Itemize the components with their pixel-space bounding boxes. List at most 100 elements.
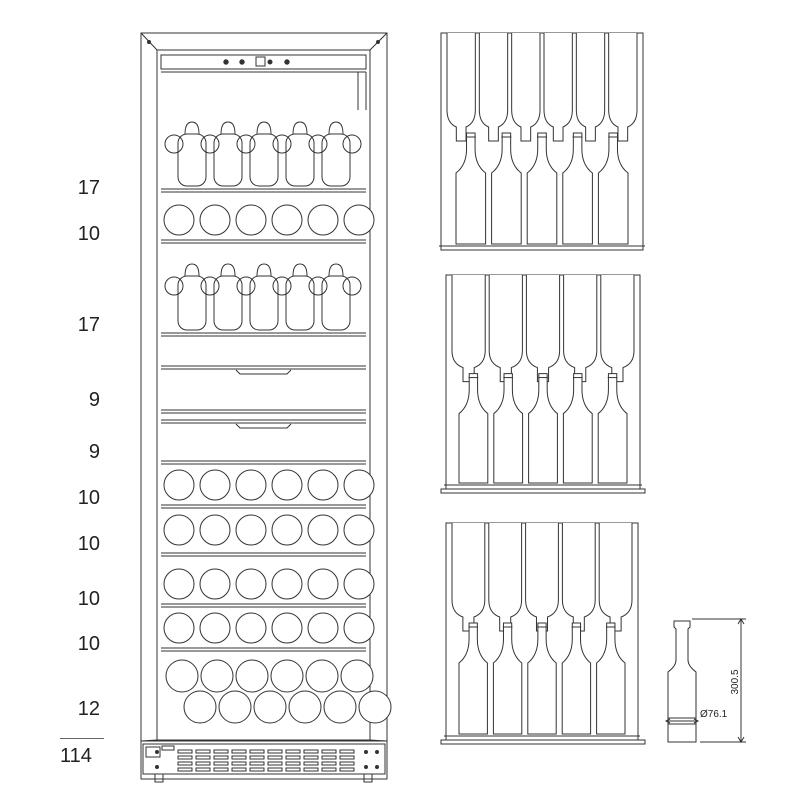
bottle-neck [220,263,236,277]
bottle-end [307,469,339,501]
bottle-end [272,134,292,154]
grille-slot [267,761,283,766]
bottle-upright [528,373,558,484]
base-grille [142,743,386,783]
side-frame [440,32,644,251]
button-icon [267,59,273,65]
grille-slot [213,767,229,772]
grille-slot [267,749,283,754]
bottle-end [200,134,220,154]
bottle-upright [458,373,489,484]
bottle-inverted [446,33,476,142]
bottle-side [249,133,279,187]
bottle-end [307,568,339,600]
bottle-inverted [451,275,486,383]
drawer-handle [235,369,292,375]
grille-slot [321,767,337,772]
bottle-inverted [608,33,638,142]
bottle-end [199,514,231,546]
shelf-count-8: 10 [77,588,100,610]
bottle-end [235,204,267,236]
grille-slot [177,767,193,772]
shelf-count-4: 9 [88,389,100,411]
grille-slot [285,767,301,772]
bottle-end [307,612,339,644]
bottle-diameter-label: Ø76.1 [700,709,728,720]
bottle-end [308,276,328,296]
bottle-neck [292,263,308,277]
grille-slot [249,767,265,772]
bottle-end [343,469,375,501]
bottle-end [235,659,269,693]
bottle-inverted [488,523,523,632]
bottle-end [271,612,303,644]
bottle-inverted [525,275,561,383]
bottle-upright [562,373,593,484]
cabinet-shelves [161,72,366,652]
grille-slot [339,755,355,760]
bottle-upright [493,373,524,484]
bottle-end [323,690,357,724]
shelf-count-10: 12 [77,698,100,720]
bottle-upright [562,132,593,245]
bottle-end [164,276,184,296]
foot [363,773,373,783]
bottle-neck [220,121,236,135]
bottle-end [342,134,362,154]
grille-slot [195,761,211,766]
bottle-side [285,133,315,187]
bottle-upright [458,622,488,735]
bottle-side [321,275,351,331]
bottle-neck [256,121,272,135]
shelf-count-1: 17 [77,177,100,199]
grille-slot [213,755,229,760]
bottle-upright [492,622,523,735]
bottle-end [253,690,287,724]
bottle-end [271,204,303,236]
bottle-inverted [561,523,596,632]
bottle-neck [292,121,308,135]
bottle-end [235,568,267,600]
bottle-upright [597,373,628,484]
grille-slot [231,767,247,772]
grille-slot [177,749,193,754]
grille-slot [249,761,265,766]
shelf-count-9: 10 [77,633,100,655]
grille-slot [303,749,319,754]
bottle-upright [491,132,522,245]
drawer-handle [235,423,292,429]
bottle-neck [256,263,272,277]
bottle-neck [328,121,344,135]
grille-slot [339,767,355,772]
display-icon [255,56,266,67]
grille-slot [249,749,265,754]
grille-slot [249,755,265,760]
button-icon [223,59,229,65]
bottle-inverted [525,523,559,632]
grille-slot [285,755,301,760]
bottle-upright [597,132,629,245]
bottle-side [249,275,279,331]
side-view-top [439,32,645,251]
bottle-end [183,690,217,724]
bottle-inverted [575,33,606,142]
bottle-side [177,275,207,331]
grille-slot [213,761,229,766]
grille-slot [303,767,319,772]
bottle-neck [184,263,200,277]
grille-slot [267,767,283,772]
bottle-end [236,276,256,296]
bottle-inverted [598,523,633,632]
side-base [440,488,646,494]
bottle-end [200,659,234,693]
bottle-end [163,612,195,644]
grille-slot [195,767,211,772]
bottle-end [308,134,328,154]
bottle-end [164,134,184,154]
grille-slot [231,749,247,754]
bottle-end [163,568,195,600]
bottle-end [272,276,292,296]
bottle-end [200,276,220,296]
bottle-end [271,568,303,600]
